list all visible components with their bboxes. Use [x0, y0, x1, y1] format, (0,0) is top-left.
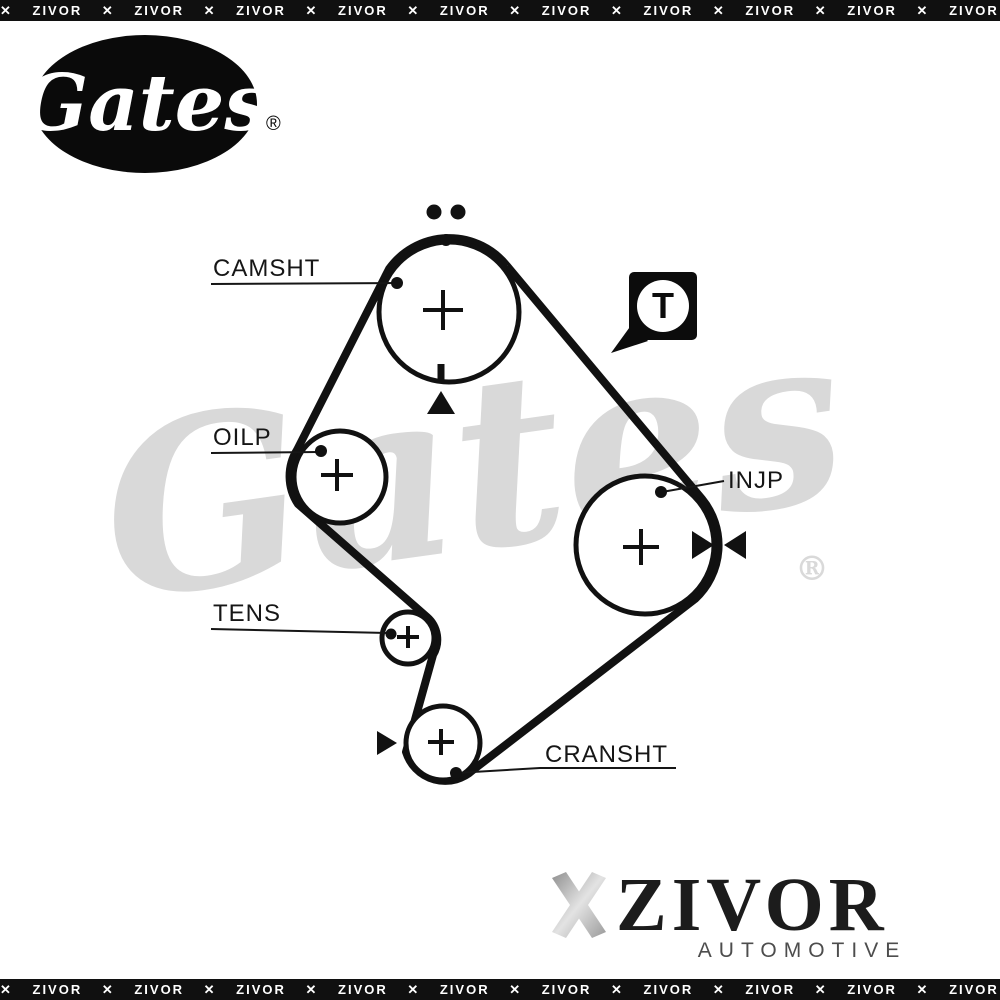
oil-pump-leader-line: [210, 451, 320, 454]
label-camshaft: CAMSHT: [213, 255, 320, 282]
injection-pump-leader-line: [661, 480, 725, 493]
camshaft-center-cross-icon: [423, 290, 463, 330]
oil-pump-leader-dot-icon: [315, 445, 327, 457]
camshaft-leader-line: [210, 282, 396, 285]
camshaft-timing-dot-left-icon: [426, 204, 442, 220]
crankshaft-leader-line: [455, 767, 676, 774]
injection-pump-center-cross-icon: [623, 529, 659, 565]
crankshaft-center-cross-icon: [428, 729, 454, 755]
t-badge-circle-icon: [637, 280, 689, 332]
camshaft-belt-dot-icon: [440, 234, 452, 246]
camshaft-timing-dot-right-icon: [450, 204, 466, 220]
gates-logo-ellipse-icon: [33, 35, 257, 173]
t-badge-letter: T: [652, 285, 674, 326]
injection-align-arrow-left-icon: [724, 531, 746, 559]
gates-logo: Gates ®: [22, 35, 281, 173]
gates-logo-registered-icon: ®: [266, 113, 281, 135]
tensioner-center-cross-icon: [397, 626, 419, 648]
label-oil-pump: OILP: [213, 424, 272, 451]
gates-logo-text: Gates: [22, 58, 269, 149]
zivor-logo: ZIVOR AUTOMOTIVE: [552, 863, 906, 962]
oil-pump-center-cross-icon: [321, 459, 353, 491]
zivor-logo-tagline: AUTOMOTIVE: [698, 939, 906, 962]
injection-align-arrow-right-icon: [692, 531, 714, 559]
tensioner-T-badge: T: [611, 272, 697, 353]
tensioner-leader-line: [210, 628, 390, 634]
zivor-logo-text: ZIVOR: [616, 863, 889, 947]
bottom-watermark-border: ✕ ZIVOR ✕ ZIVOR ✕ ZIVOR ✕ ZIVOR ✕ ZIVOR …: [0, 979, 1000, 1000]
camshaft-leader-dot-icon: [391, 277, 403, 289]
zivor-x-stroke-icon: [552, 872, 606, 938]
label-crankshaft: CRANSHT: [545, 741, 668, 768]
injection-pump-leader-dot-icon: [655, 486, 667, 498]
crankshaft-leader-dot-icon: [450, 767, 462, 779]
label-tensioner: TENS: [213, 600, 281, 627]
camshaft-arrow-up-icon: [427, 391, 455, 414]
crankshaft-arrow-right-icon: [377, 731, 397, 755]
gates-watermark-registered-icon: ®: [795, 549, 829, 589]
tensioner-leader-dot-icon: [385, 628, 397, 640]
top-watermark-border: ✕ ZIVOR ✕ ZIVOR ✕ ZIVOR ✕ ZIVOR ✕ ZIVOR …: [0, 0, 1000, 21]
label-injection-pump: INJP: [728, 467, 784, 494]
